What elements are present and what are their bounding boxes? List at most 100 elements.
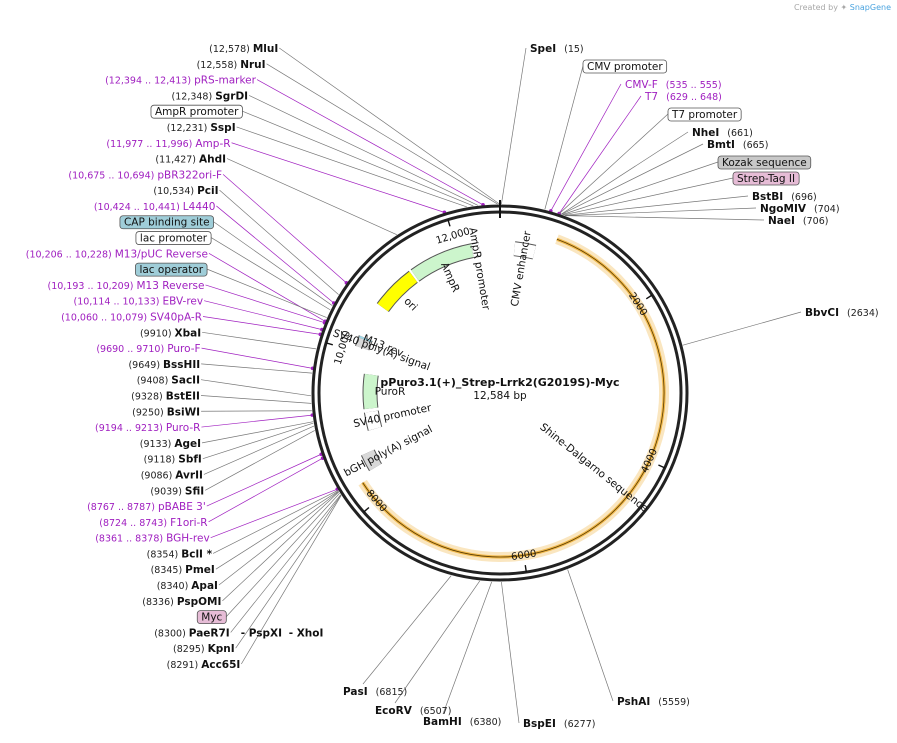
site-label-sv40pa-r[interactable]: (10,060 .. 10,079)SV40pA-R [61, 312, 202, 324]
tick-label: 2000 [626, 291, 649, 318]
site-label-bmti[interactable]: BmtI(665) [707, 139, 768, 151]
site-label-bgh-rev[interactable]: (8361 .. 8378)BGH-rev [95, 533, 209, 545]
leader-line [561, 131, 689, 215]
site-label-ngomiv[interactable]: NgoMIV(704) [760, 203, 840, 215]
feature-m13-rev[interactable] [359, 335, 372, 343]
site-label-ahdi[interactable]: (11,427)AhdI [155, 154, 226, 166]
feature-sv40-poly-a-signal[interactable] [355, 337, 372, 351]
site-label-sfii[interactable]: (9039)SfiI [150, 485, 204, 497]
site-label-l4440[interactable]: (10,424 .. 10,441)L4440 [94, 201, 216, 213]
site-label-lac-promoter[interactable]: lac promoter [135, 231, 212, 245]
site-label-bspei[interactable]: BspEI(6277) [523, 718, 595, 730]
label-name: SfiI [185, 485, 204, 497]
site-labels: (12,578)MluI (12,558)NruI (12,394 .. 12,41… [26, 43, 879, 730]
tick-mark [363, 506, 370, 513]
site-label-bsteii[interactable]: (9328)BstEII [131, 390, 200, 402]
label-name: NheI [692, 127, 719, 139]
site-label-t7-promoter[interactable]: T7 promoter [667, 107, 742, 122]
site-label-puro-f[interactable]: (9690 .. 9710)Puro-F [96, 343, 200, 355]
label-position: (6277) [564, 719, 596, 730]
feature-ori[interactable] [377, 271, 418, 312]
feature-ampr-promoter[interactable] [471, 243, 481, 258]
site-label-agei[interactable]: (9133)AgeI [140, 438, 201, 450]
site-label-ebv-rev[interactable]: (10,114 .. 10,133)EBV-rev [73, 296, 203, 308]
site-label-bbvci[interactable]: BbvCI(2634) [805, 307, 879, 319]
leader-line [544, 65, 584, 210]
site-label-t7[interactable]: T7(629 .. 648) [644, 91, 722, 103]
label-name: SbfI [178, 454, 202, 466]
leader-line [565, 207, 757, 216]
site-label-f1ori-r[interactable]: (8724 .. 8743)F1ori-R [99, 517, 207, 529]
label-box [135, 262, 208, 277]
site-label-sbfi[interactable]: (9118)SbfI [144, 454, 202, 466]
feature-puror[interactable] [363, 373, 378, 410]
feature-cmv-enhancer[interactable] [513, 242, 536, 259]
site-label-sgrdi[interactable]: (12,348)SgrDI [172, 90, 249, 102]
label-name: NruI [240, 59, 265, 71]
site-label-apai[interactable]: (8340)ApaI [157, 580, 218, 592]
label-position: (665) [743, 140, 769, 151]
site-label-paer7i[interactable]: (8300)PaeR7I- PspXI- XhoI [154, 627, 323, 639]
site-label-pbr322ori-f[interactable]: (10,675 .. 10,694)pBR322ori-F [68, 169, 222, 181]
site-label-bstbi[interactable]: BstBI(696) [752, 191, 817, 203]
label-name: AhdI [199, 154, 226, 166]
site-label-ampr-promoter[interactable]: AmpR promoter [150, 104, 243, 119]
feature-sv40-promoter[interactable] [364, 410, 382, 431]
site-label-avrii[interactable]: (9086)AvrII [141, 469, 203, 481]
site-label-pasi[interactable]: PasI(6815) [343, 686, 407, 698]
site-label-pcii[interactable]: (10,534)PciI [153, 185, 218, 197]
site-label-pmei[interactable]: (8345)PmeI [151, 564, 215, 576]
feature-bgh-poly-a-signal[interactable] [361, 449, 382, 471]
site-label-naei[interactable]: NaeI(706) [768, 215, 828, 227]
label-box [717, 155, 812, 170]
site-label-cmv-f[interactable]: CMV-F(535 .. 555) [625, 79, 722, 91]
label-name: BssHII [163, 359, 200, 371]
label-box [732, 171, 800, 186]
site-label-bsiwi[interactable]: (9250)BsiWI [132, 406, 200, 418]
site-label-pspomi[interactable]: (8336)PspOMI [142, 596, 221, 608]
site-label-pshai[interactable]: PshAI(5559) [617, 696, 690, 708]
label-name: NaeI [768, 215, 795, 227]
site-label-m13-reverse[interactable]: (10,193 .. 10,209)M13 Reverse [48, 280, 205, 292]
site-label-bcli[interactable]: (8354)BclI * [147, 548, 213, 560]
site-label-nhei[interactable]: NheI(661) [692, 127, 753, 139]
label-position: (12,394 .. 12,413) [105, 76, 191, 87]
site-label-pbabe-3[interactable]: (8767 .. 8787)pBABE 3' [87, 501, 206, 513]
label-position: (10,534) [153, 186, 194, 197]
site-label-bamhi[interactable]: BamHI(6380) [423, 716, 501, 728]
site-label-xbai[interactable]: (9910)XbaI [140, 327, 201, 339]
site-label-m13-puc-reverse[interactable]: (10,206 .. 10,228)M13/pUC Reverse [26, 248, 208, 260]
site-label-prs-marker[interactable]: (12,394 .. 12,413)pRS-marker [105, 75, 257, 87]
leader-line [501, 581, 520, 724]
label-position: (8300) [154, 628, 186, 639]
leader-line [564, 195, 749, 216]
site-label-spei[interactable]: SpeI(15) [530, 43, 584, 55]
site-label-lac-operator[interactable]: lac operator [135, 262, 208, 277]
label-name: ApaI [191, 580, 218, 592]
leader-line [501, 47, 527, 205]
feature-label-puror: PuroR [375, 386, 406, 398]
site-label-myc[interactable]: Myc [196, 610, 227, 625]
site-label-cap-binding-site[interactable]: CAP binding site [119, 215, 214, 230]
site-label-ecorv[interactable]: EcoRV(6507) [375, 705, 451, 717]
site-label-acc65i[interactable]: (8291)Acc65I [167, 659, 241, 671]
label-position: (8767 .. 8787) [87, 502, 155, 513]
leader-line [559, 113, 669, 214]
site-label-mlui[interactable]: (12,578)MluI [209, 43, 278, 55]
label-name: BstEII [166, 390, 200, 402]
site-label-kpni[interactable]: (8295)KpnI [173, 643, 235, 655]
label-name-alias: - PspXI [241, 627, 282, 639]
site-label-puro-r[interactable]: (9194 .. 9213)Puro-R [95, 422, 200, 434]
label-position: (11,977 .. 11,996) [106, 139, 192, 150]
leader-line [682, 311, 802, 346]
site-label-nrui[interactable]: (12,558)NruI [197, 59, 266, 71]
site-label-amp-r[interactable]: (11,977 .. 11,996)Amp-R [106, 138, 230, 150]
orf-arc-core [362, 238, 665, 558]
feature-ampr[interactable] [411, 244, 474, 281]
site-label-sacii[interactable]: (9408)SacII [137, 375, 200, 387]
site-label-sspi[interactable]: (12,231)SspI [167, 122, 236, 134]
site-label-kozak-sequence[interactable]: Kozak sequence [717, 155, 812, 170]
site-label-cmv-promoter[interactable]: CMV promoter [582, 59, 668, 74]
site-label-bsshii[interactable]: (9649)BssHII [128, 359, 200, 371]
site-label-strep-tag-ii[interactable]: Strep-Tag II [732, 171, 800, 186]
